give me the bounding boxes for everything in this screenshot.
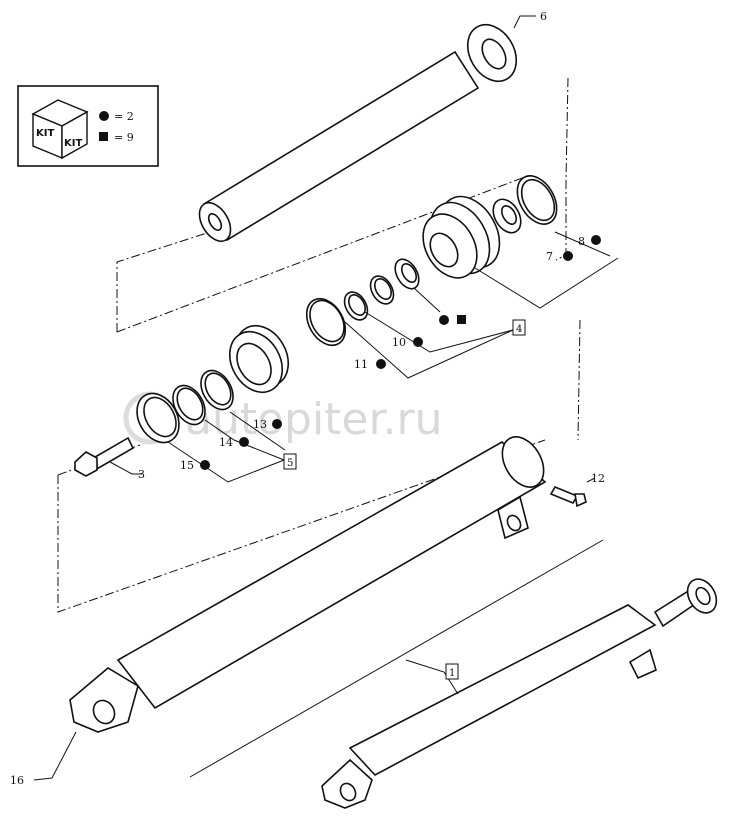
legend-circle-icon bbox=[99, 111, 109, 121]
callout-1: 1 bbox=[449, 668, 455, 679]
gland bbox=[228, 325, 290, 393]
callout-10: 10 bbox=[392, 336, 406, 349]
kit-circle-icon bbox=[272, 419, 282, 429]
cylinder-assembly bbox=[321, 578, 718, 809]
kit-circle-icon bbox=[376, 359, 386, 369]
piston-rod bbox=[198, 15, 536, 243]
callout-12: 12 bbox=[591, 472, 605, 485]
legend-square-icon bbox=[99, 132, 108, 141]
piston-seal bbox=[516, 175, 558, 225]
callout-16: 16 bbox=[10, 774, 24, 787]
kit-label-right: KIT bbox=[64, 138, 82, 149]
kit-circle-icon bbox=[413, 337, 423, 347]
assembly-outline-upper bbox=[116, 77, 569, 333]
kit-legend: KIT KIT = 2 = 9 bbox=[17, 85, 159, 167]
bolt-3 bbox=[74, 436, 142, 477]
bolt-12 bbox=[549, 477, 596, 508]
kit-circle-icon bbox=[563, 251, 573, 261]
kit-label-left: KIT bbox=[36, 128, 54, 139]
kit-circle-icon bbox=[439, 315, 449, 325]
callout-5: 5 bbox=[287, 458, 293, 469]
callout-13: 13 bbox=[253, 418, 267, 431]
callout-14: 14 bbox=[219, 436, 233, 449]
callout-7: 7 bbox=[546, 250, 553, 263]
kit-square-icon bbox=[457, 315, 466, 324]
backup-rings bbox=[343, 258, 420, 321]
o-ring-large bbox=[305, 297, 347, 347]
leader-kit-4 bbox=[344, 231, 619, 379]
callout-4: 4 bbox=[516, 324, 522, 335]
callout-8: 8 bbox=[578, 235, 585, 248]
callout-6: 6 bbox=[540, 10, 547, 23]
legend-circle-text: = 2 bbox=[114, 110, 134, 123]
kit-circle-icon bbox=[200, 460, 210, 470]
callout-15: 15 bbox=[180, 459, 194, 472]
kit-circle-icon bbox=[591, 235, 601, 245]
kit-box-icon: KIT KIT bbox=[31, 99, 89, 160]
callout-11: 11 bbox=[354, 358, 368, 371]
callout-3: 3 bbox=[138, 468, 145, 481]
cylinder-barrel bbox=[33, 436, 547, 781]
legend-square-text: = 9 bbox=[114, 131, 134, 144]
kit-circle-icon bbox=[239, 437, 249, 447]
piston-ring bbox=[492, 198, 522, 234]
gland-seals bbox=[136, 369, 234, 444]
leader-kit-5 bbox=[167, 411, 297, 483]
leader-part-1 bbox=[189, 539, 604, 778]
piston-head bbox=[422, 195, 501, 279]
